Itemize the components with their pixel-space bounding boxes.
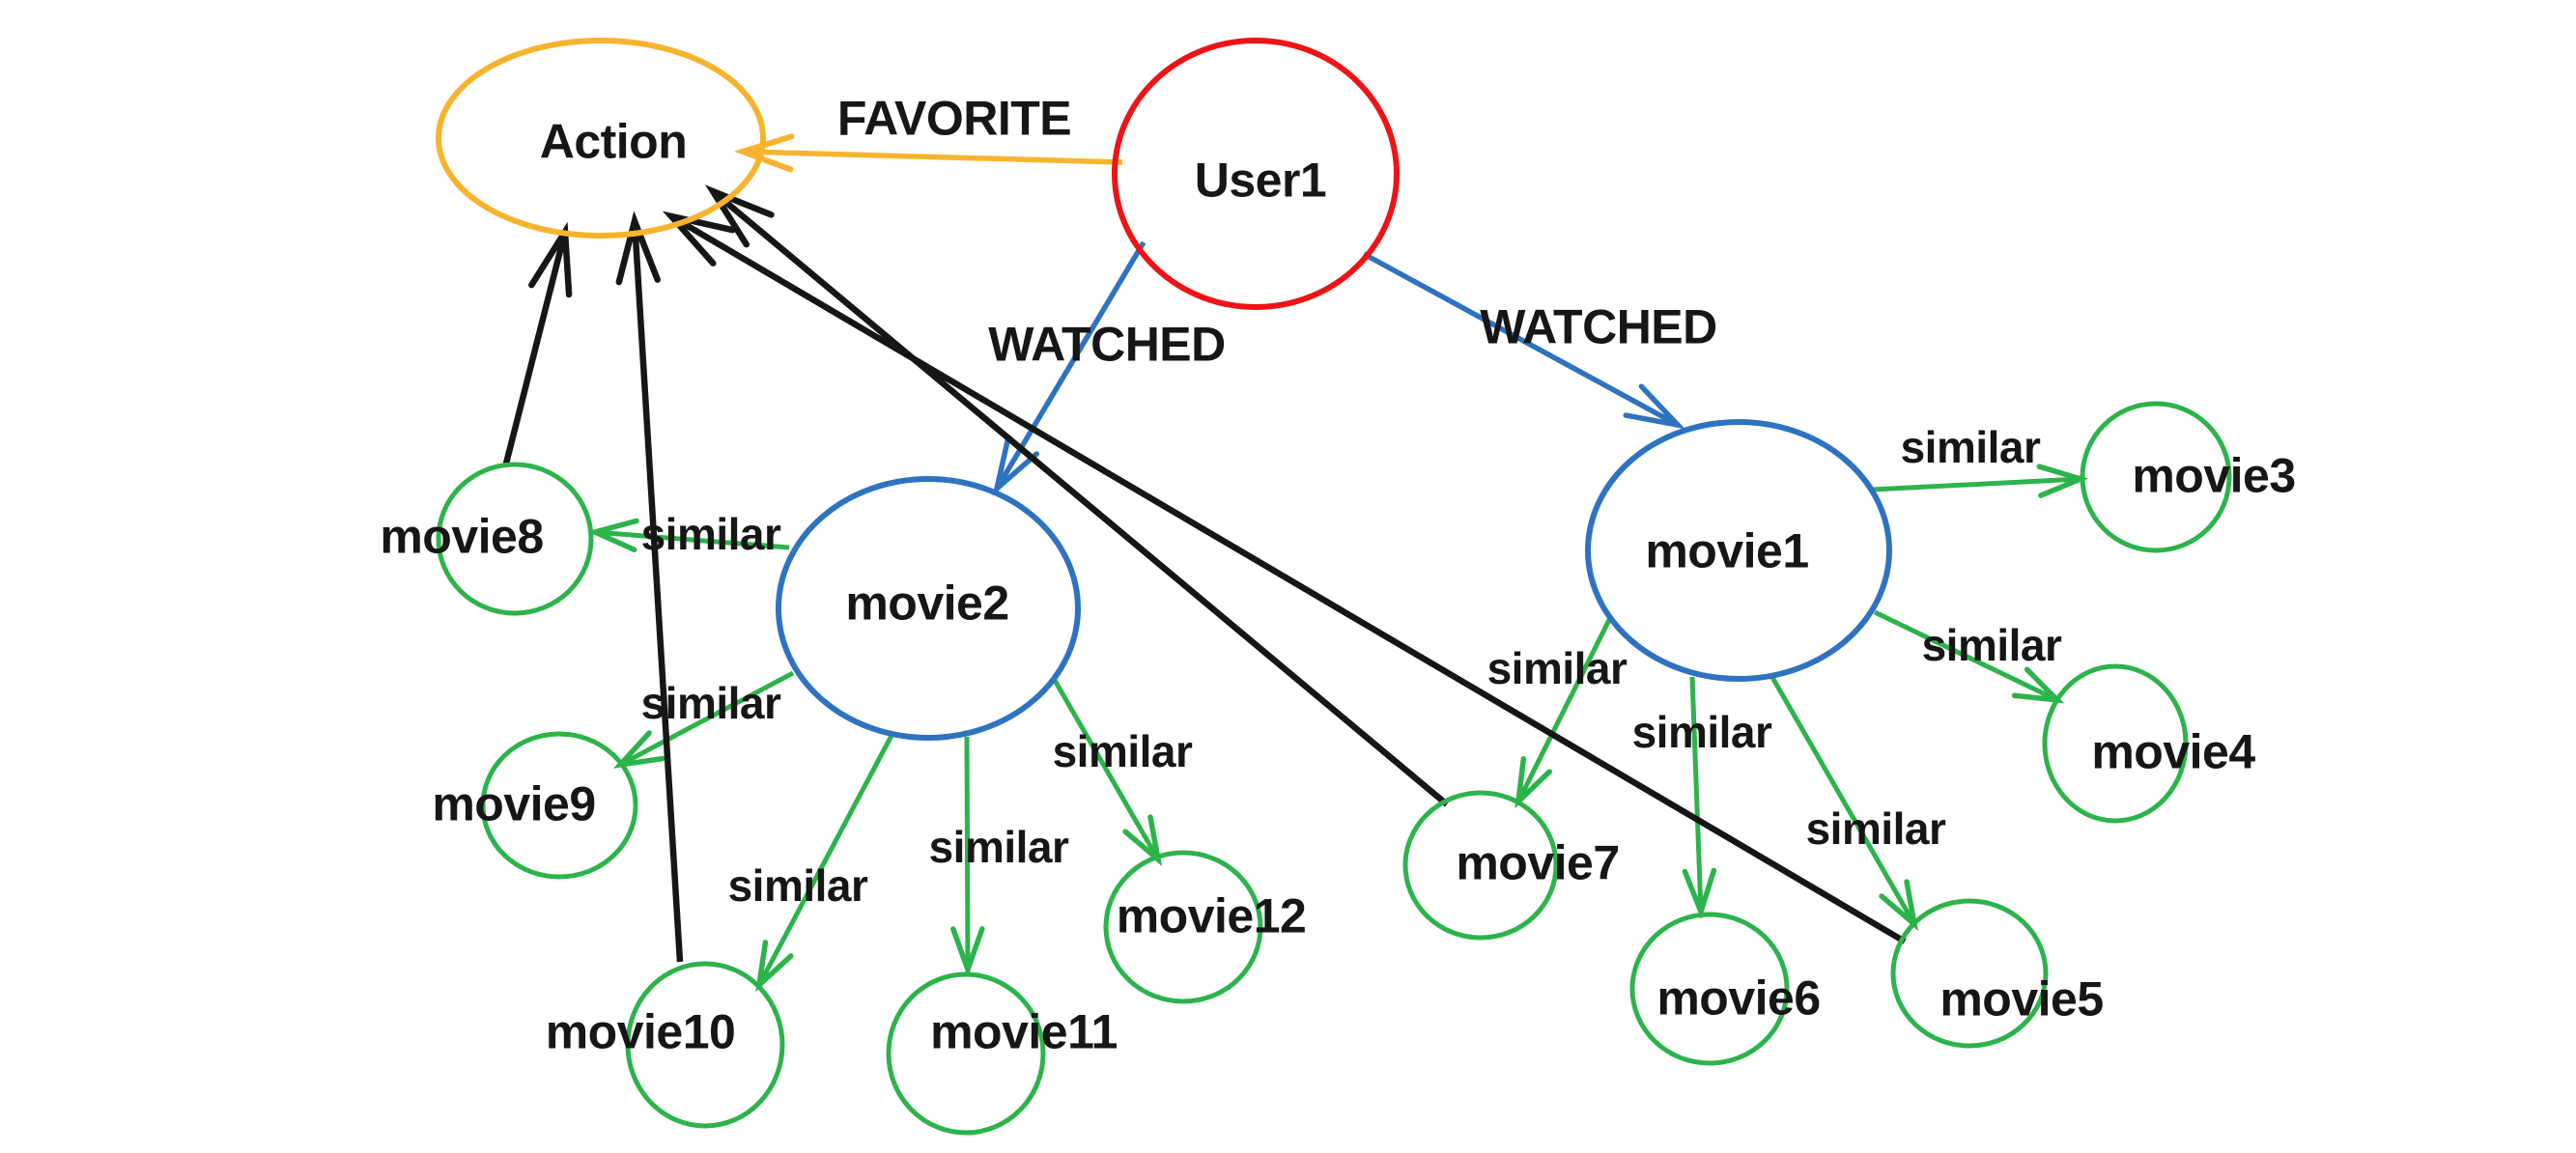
node-movie11 bbox=[886, 971, 1046, 1136]
node-label-action: Action bbox=[540, 115, 688, 169]
edge-label-similar-movie1-movie7: similar bbox=[1487, 643, 1628, 693]
edge-label-similar-movie1-movie5: similar bbox=[1806, 803, 1946, 854]
edge-genre-movie5-action bbox=[662, 211, 1907, 944]
edge-genre-movie7-action bbox=[704, 184, 1450, 807]
edge-similar-movie2-movie10 bbox=[755, 730, 896, 993]
node-label-user1: User1 bbox=[1195, 154, 1327, 208]
edge-genre-movie8-action bbox=[502, 221, 573, 464]
edge-label-watched-user1-movie2: WATCHED bbox=[988, 318, 1226, 372]
edge-label-similar-movie1-movie3: similar bbox=[1901, 422, 2041, 472]
node-movie8 bbox=[436, 462, 594, 616]
edge-similar-movie1-movie7 bbox=[1514, 616, 1613, 809]
edge-similar-movie2-movie12 bbox=[1050, 675, 1163, 867]
node-label-movie1: movie1 bbox=[1645, 524, 1808, 578]
node-label-movie6: movie6 bbox=[1656, 971, 1820, 1026]
node-movie7 bbox=[1402, 790, 1559, 941]
edge-label-similar-movie2-movie8: similar bbox=[641, 509, 781, 559]
node-label-movie12: movie12 bbox=[1117, 889, 1307, 943]
edge-similar-movie1-movie5 bbox=[1768, 672, 1919, 932]
edge-label-similar-movie2-movie10: similar bbox=[728, 860, 868, 911]
edge-similar-movie1-movie4 bbox=[1873, 609, 2065, 704]
node-movie2 bbox=[776, 476, 1081, 741]
node-movie9 bbox=[480, 731, 638, 880]
node-label-movie5: movie5 bbox=[1939, 972, 2103, 1026]
node-label-movie11: movie11 bbox=[930, 1005, 1118, 1059]
node-label-movie7: movie7 bbox=[1456, 836, 1619, 890]
edge-label-similar-movie1-movie6: similar bbox=[1632, 707, 1772, 757]
edge-label-favorite-user1-action: FAVORITE bbox=[837, 92, 1071, 146]
node-label-movie9: movie9 bbox=[432, 777, 595, 831]
node-movie3 bbox=[2080, 401, 2232, 553]
node-movie12 bbox=[1103, 850, 1263, 1004]
edge-favorite-user1-action bbox=[733, 133, 1123, 173]
edge-label-watched-user1-movie1: WATCHED bbox=[1480, 300, 1717, 354]
edge-label-similar-movie2-movie12: similar bbox=[1053, 726, 1193, 776]
node-movie10 bbox=[625, 961, 785, 1129]
node-label-movie8: movie8 bbox=[380, 510, 543, 564]
node-movie4 bbox=[2042, 663, 2189, 824]
node-user1 bbox=[1112, 38, 1400, 310]
node-movie1 bbox=[1585, 419, 1892, 682]
node-movie6 bbox=[1629, 912, 1790, 1066]
edge-label-similar-movie2-movie11: similar bbox=[929, 822, 1069, 872]
edge-similar-movie1-movie6 bbox=[1682, 676, 1717, 920]
edge-watched-user1-movie1 bbox=[1362, 251, 1685, 430]
edge-similar-movie2-movie8 bbox=[586, 518, 790, 553]
node-label-movie4: movie4 bbox=[2091, 725, 2255, 779]
edge-genre-movie10-action bbox=[615, 211, 684, 963]
node-movie5 bbox=[1890, 898, 2049, 1049]
edge-similar-movie1-movie3 bbox=[1871, 464, 2089, 498]
node-action bbox=[436, 38, 766, 239]
edge-label-similar-movie1-movie4: similar bbox=[1922, 620, 2062, 670]
edge-similar-movie2-movie9 bbox=[612, 670, 795, 769]
edge-similar-movie2-movie11 bbox=[950, 736, 985, 978]
node-label-movie3: movie3 bbox=[2132, 449, 2295, 503]
node-label-movie10: movie10 bbox=[546, 1005, 736, 1059]
node-label-movie2: movie2 bbox=[845, 576, 1008, 631]
edge-label-similar-movie2-movie9: similar bbox=[641, 678, 781, 728]
